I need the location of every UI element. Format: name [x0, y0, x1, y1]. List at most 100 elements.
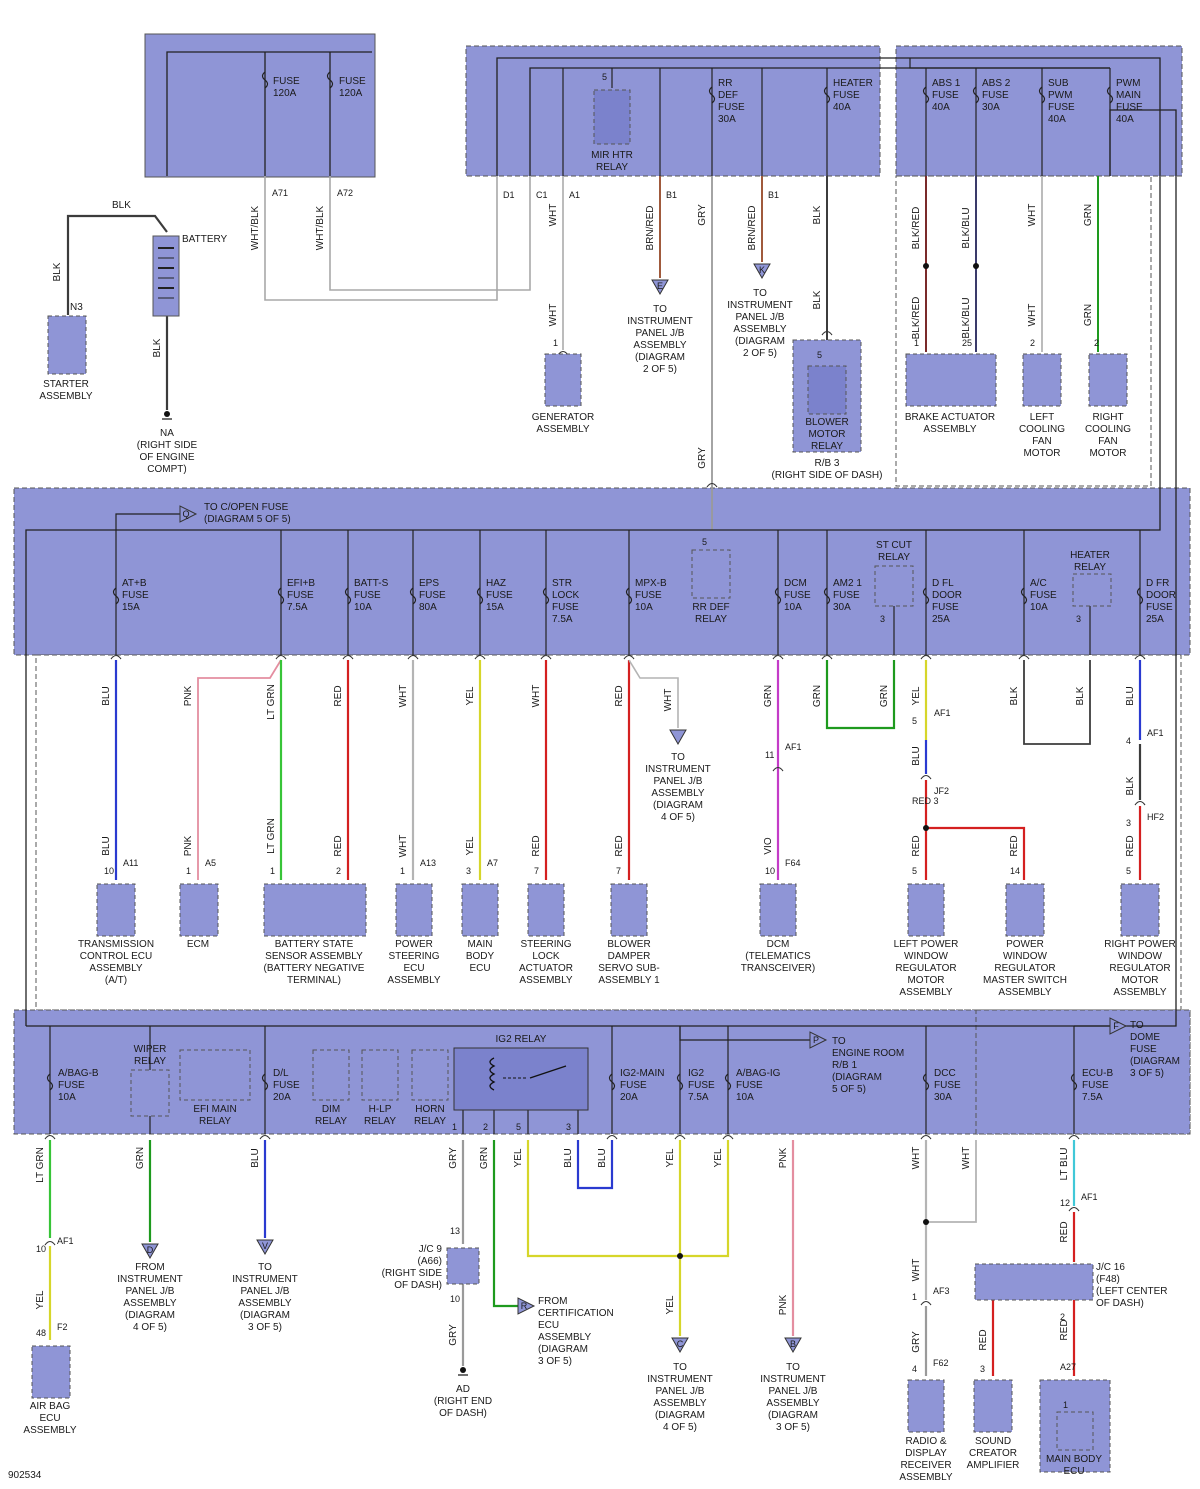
label-line: STARTER [43, 379, 89, 390]
label-line: COOLING [1019, 424, 1065, 435]
ecm-label: ECM [187, 939, 209, 950]
connector-symbol [920, 1300, 932, 1306]
connector-symbol [259, 1134, 271, 1140]
fuse-120a-2-symbol [326, 71, 334, 89]
label-line: B1 [768, 190, 779, 200]
label-line: BATT-S [354, 578, 389, 589]
label-line: FUSE [833, 90, 860, 101]
wire-color-label: WHT [548, 204, 559, 227]
pin-label: 13 [450, 1226, 460, 1236]
rb3-label: R/B 3(RIGHT SIDE OF DASH) [772, 458, 883, 481]
a-bag-b-fuse-symbol [46, 1073, 54, 1091]
pin-label: 2 [336, 866, 341, 876]
label-line: (BATTERY NEGATIVE [264, 963, 365, 974]
wire-color-label: GRN [879, 685, 890, 707]
label-line: 2 [1094, 338, 1099, 348]
pin-label: 3 [980, 1364, 985, 1374]
label-line: (DIAGRAM [832, 1072, 882, 1083]
label-line: DCM [767, 939, 790, 950]
wire-color-label: GRN [1083, 204, 1094, 226]
radio-box [907, 1379, 945, 1433]
wire-color-label: BLK [1125, 776, 1136, 795]
label-line: POWER [1006, 939, 1044, 950]
label-line: ASSEMBLY [1113, 987, 1166, 998]
label-line: FUSE [58, 1080, 85, 1091]
label-line: ASSEMBLY [39, 391, 92, 402]
label-line: 10A [784, 602, 802, 613]
pin-label: 2 [1060, 1312, 1065, 1322]
label-line: 5 [702, 537, 707, 547]
label-line: (DIAGRAM [240, 1310, 290, 1321]
ref-r-triangle [517, 1297, 536, 1315]
label-line: IG2 RELAY [496, 1034, 547, 1045]
label-line: ASSEMBLY [766, 1398, 819, 1409]
grn-loop-wire [825, 660, 896, 730]
wire-color-label: BLU [250, 1148, 261, 1167]
wire-color-label: YEL [513, 1148, 524, 1167]
connector-symbol [1068, 1206, 1080, 1212]
label-line: 2 [1030, 338, 1035, 348]
splice-point [923, 263, 929, 269]
label-line: LEFT POWER [894, 939, 959, 950]
label-line: 80A [419, 602, 437, 613]
label-line: J/C 9 [419, 1244, 443, 1255]
pin-label: 2 [1094, 338, 1099, 348]
wire-color-label: BLK/RED [911, 207, 922, 250]
label-line: 4 [912, 1364, 917, 1374]
label-line: FUSE [1082, 1080, 1109, 1091]
fuse-120a-1-symbol [261, 71, 269, 89]
wire-color-label: LT BLU [1059, 1148, 1070, 1181]
rb1-feed-wire [1109, 109, 1177, 1027]
label-line: MIR HTR [591, 150, 633, 161]
label-line: FUSE [552, 602, 579, 613]
label-line: 5 [912, 866, 917, 876]
label-line: WIPER [134, 1044, 167, 1055]
label-line: MOTOR [1089, 448, 1126, 459]
label-line: (A/T) [105, 975, 127, 986]
pin-label: 14 [1010, 866, 1020, 876]
wire-color-label: WHT [1027, 304, 1038, 327]
blower-damper-box [610, 883, 648, 937]
connector-symbol [540, 654, 552, 660]
label-line: AF1 [934, 708, 951, 718]
label-line: CERTIFICATION [538, 1308, 614, 1319]
label-line: (LEFT CENTER [1096, 1286, 1168, 1297]
label-line: 10A [736, 1092, 754, 1103]
label-line: 2 [483, 1122, 488, 1132]
mir-htr-relay-box [593, 89, 631, 145]
label-line: A5 [205, 858, 216, 868]
right-cooling-fan-box [1088, 353, 1128, 407]
label-line: D/L [273, 1068, 289, 1079]
connector-symbol [1134, 800, 1146, 806]
label-line: (RIGHT END [434, 1396, 492, 1407]
label-line: DCM [784, 578, 807, 589]
label-line: ASSEMBLY [387, 975, 440, 986]
label-line: A7 [487, 858, 498, 868]
label-line: ACTUATOR [519, 963, 573, 974]
label-line: TO [673, 1362, 687, 1373]
pin-label: AF1 [785, 742, 802, 752]
label-line: 3 [1126, 818, 1131, 828]
label-line: FUSE [1130, 1044, 1157, 1055]
connector-symbol [1068, 1134, 1080, 1140]
label-line: RELAY [1074, 562, 1106, 573]
connector-symbol [44, 1134, 56, 1140]
wire-color-label: GRY [697, 204, 708, 226]
label-line: 10A [58, 1092, 76, 1103]
label-line: ENGINE ROOM [832, 1048, 904, 1059]
batt-s-fuse-symbol [344, 587, 352, 605]
label-line: 2 [336, 866, 341, 876]
reference-letter: R [521, 1301, 528, 1311]
label-line: 4 OF 5) [133, 1322, 167, 1333]
